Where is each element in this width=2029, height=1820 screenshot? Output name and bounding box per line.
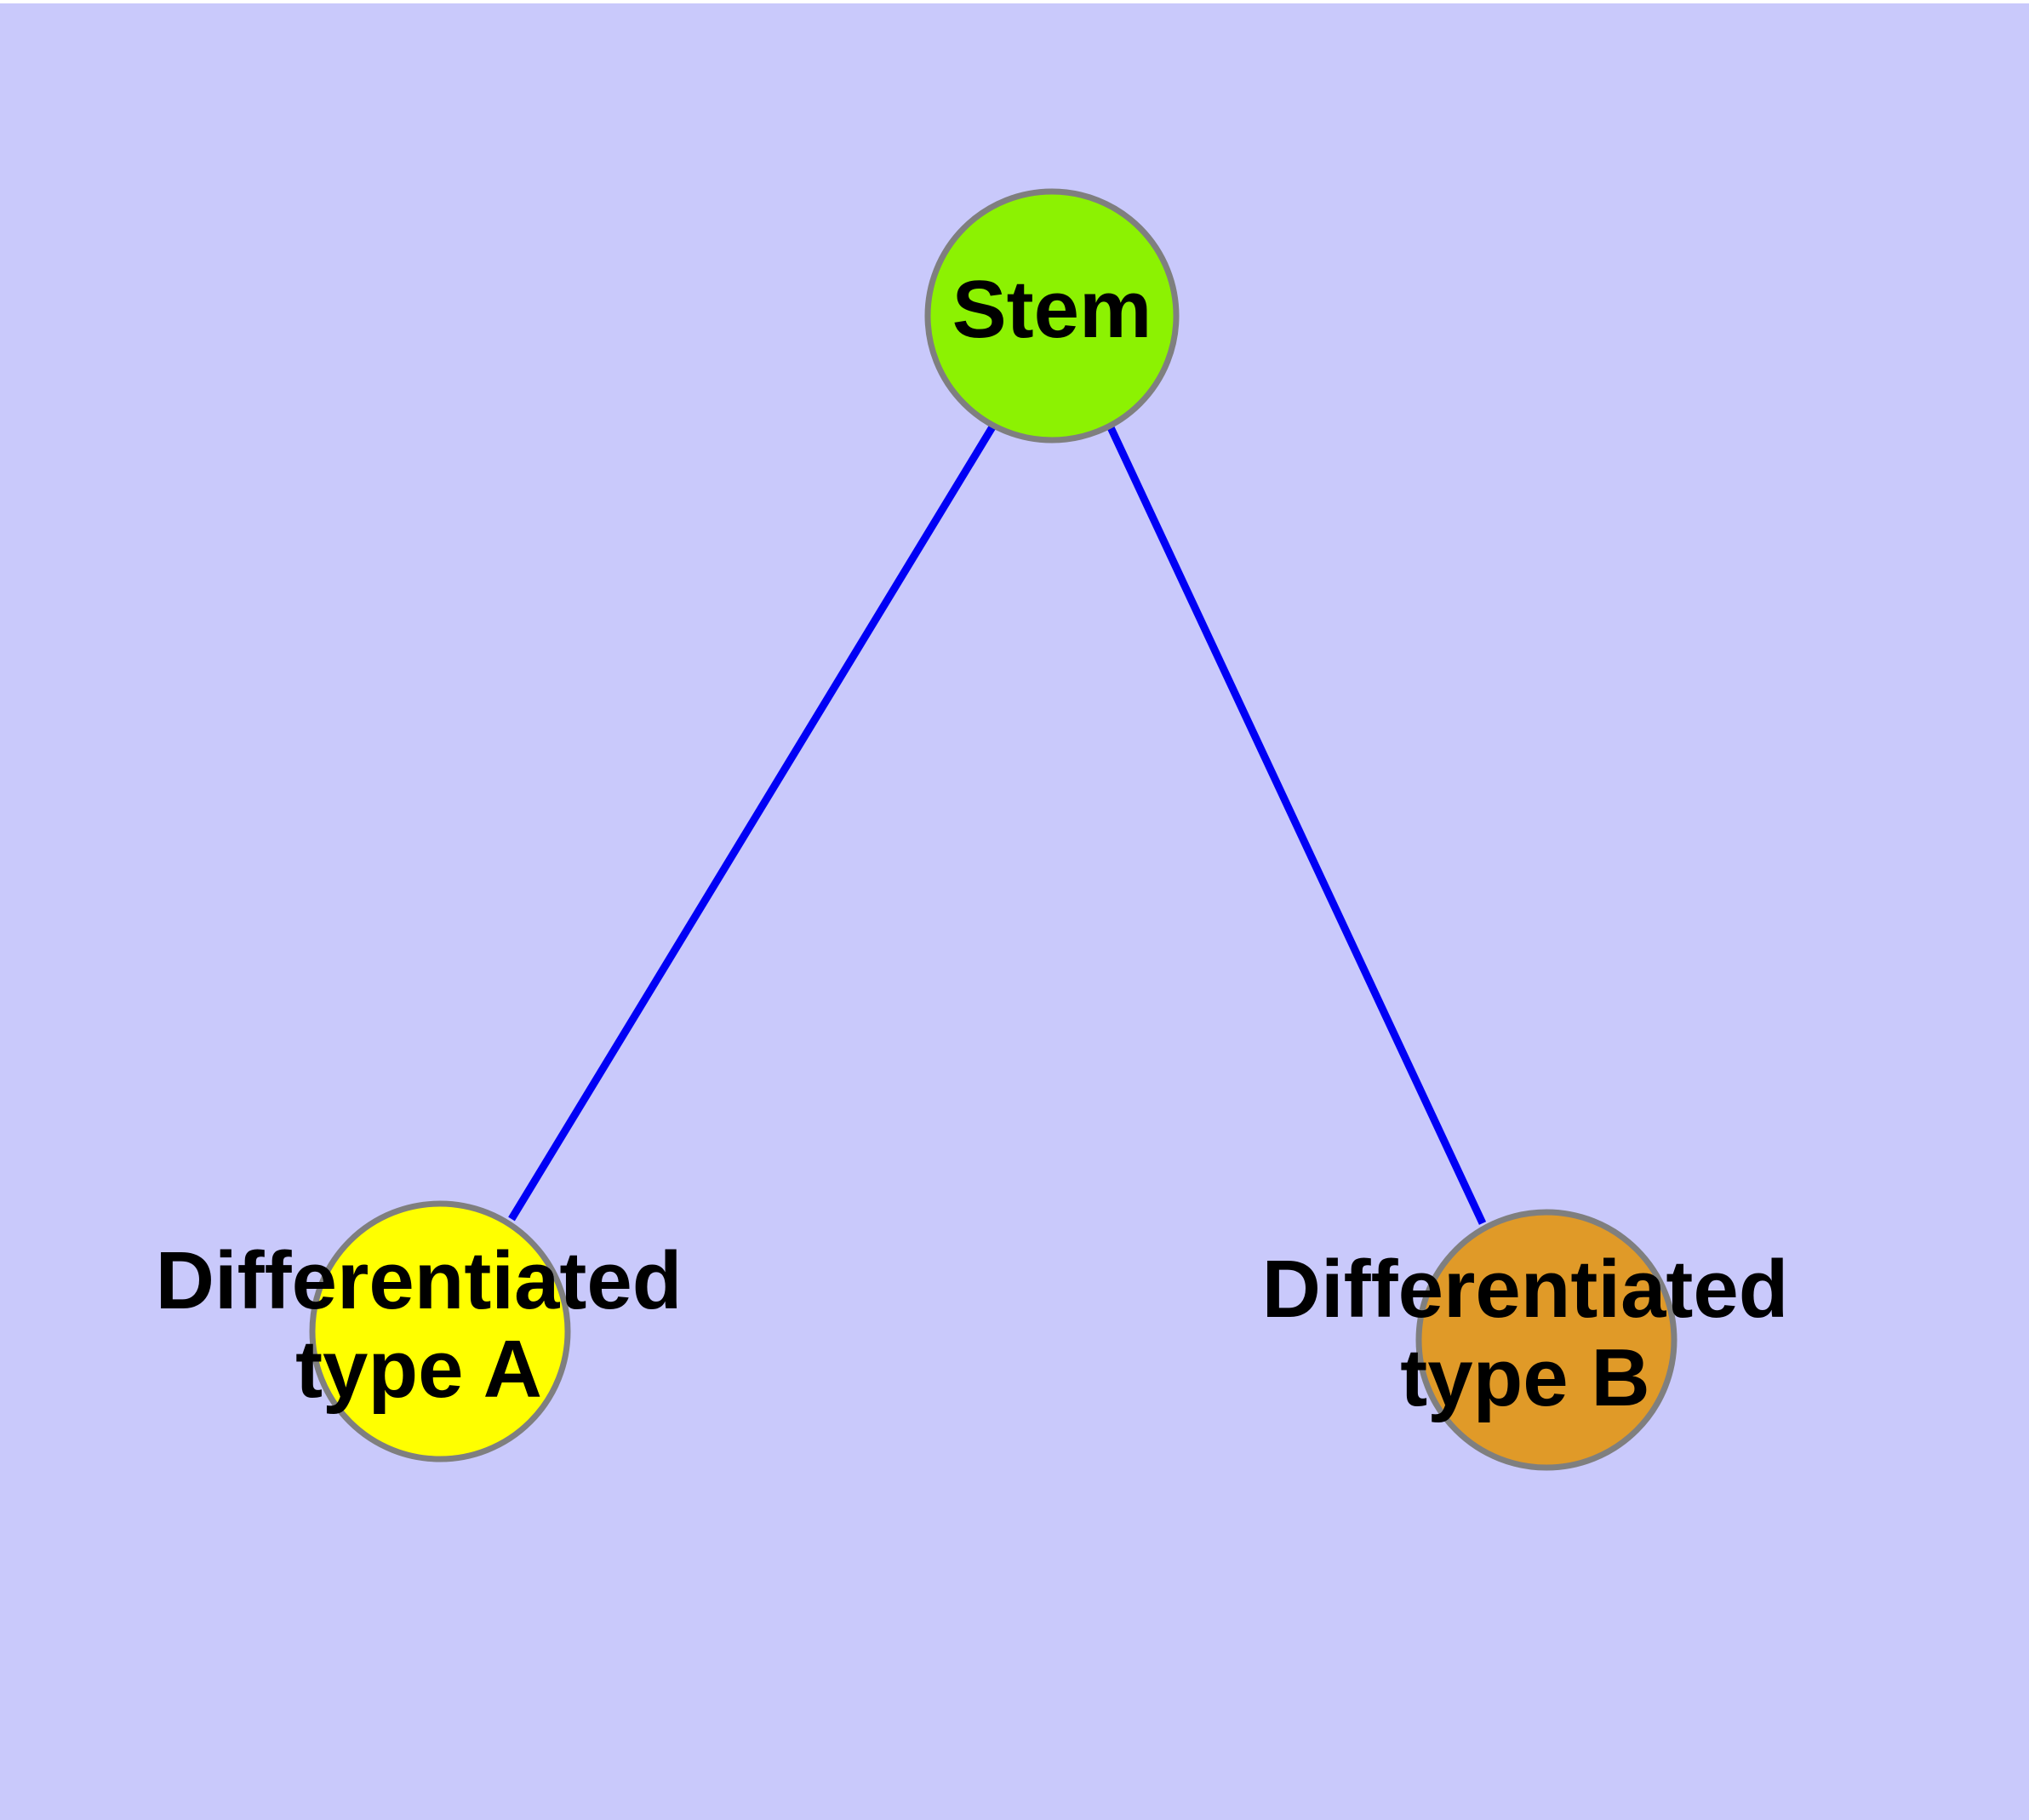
node-differentiated-type-b-circle[interactable] bbox=[1415, 1209, 1677, 1471]
edge-stem-to-differentiated-type-b[interactable] bbox=[1106, 424, 1487, 1225]
node-stem-label: Stem bbox=[952, 264, 1152, 355]
node-label-line: Differentiated bbox=[156, 1235, 683, 1326]
edge-stem-to-differentiated-type-a[interactable] bbox=[508, 423, 997, 1222]
node-label-line: Stem bbox=[952, 264, 1152, 355]
node-stem-circle[interactable] bbox=[924, 188, 1180, 444]
node-label-line: type B bbox=[1400, 1332, 1649, 1423]
node-label-line: Differentiated bbox=[1262, 1244, 1789, 1335]
node-label-line: type A bbox=[295, 1324, 542, 1415]
node-differentiated-type-a-circle[interactable] bbox=[309, 1200, 571, 1462]
edge-layer bbox=[508, 423, 1487, 1225]
node-stem[interactable]: Stem bbox=[924, 188, 1180, 444]
